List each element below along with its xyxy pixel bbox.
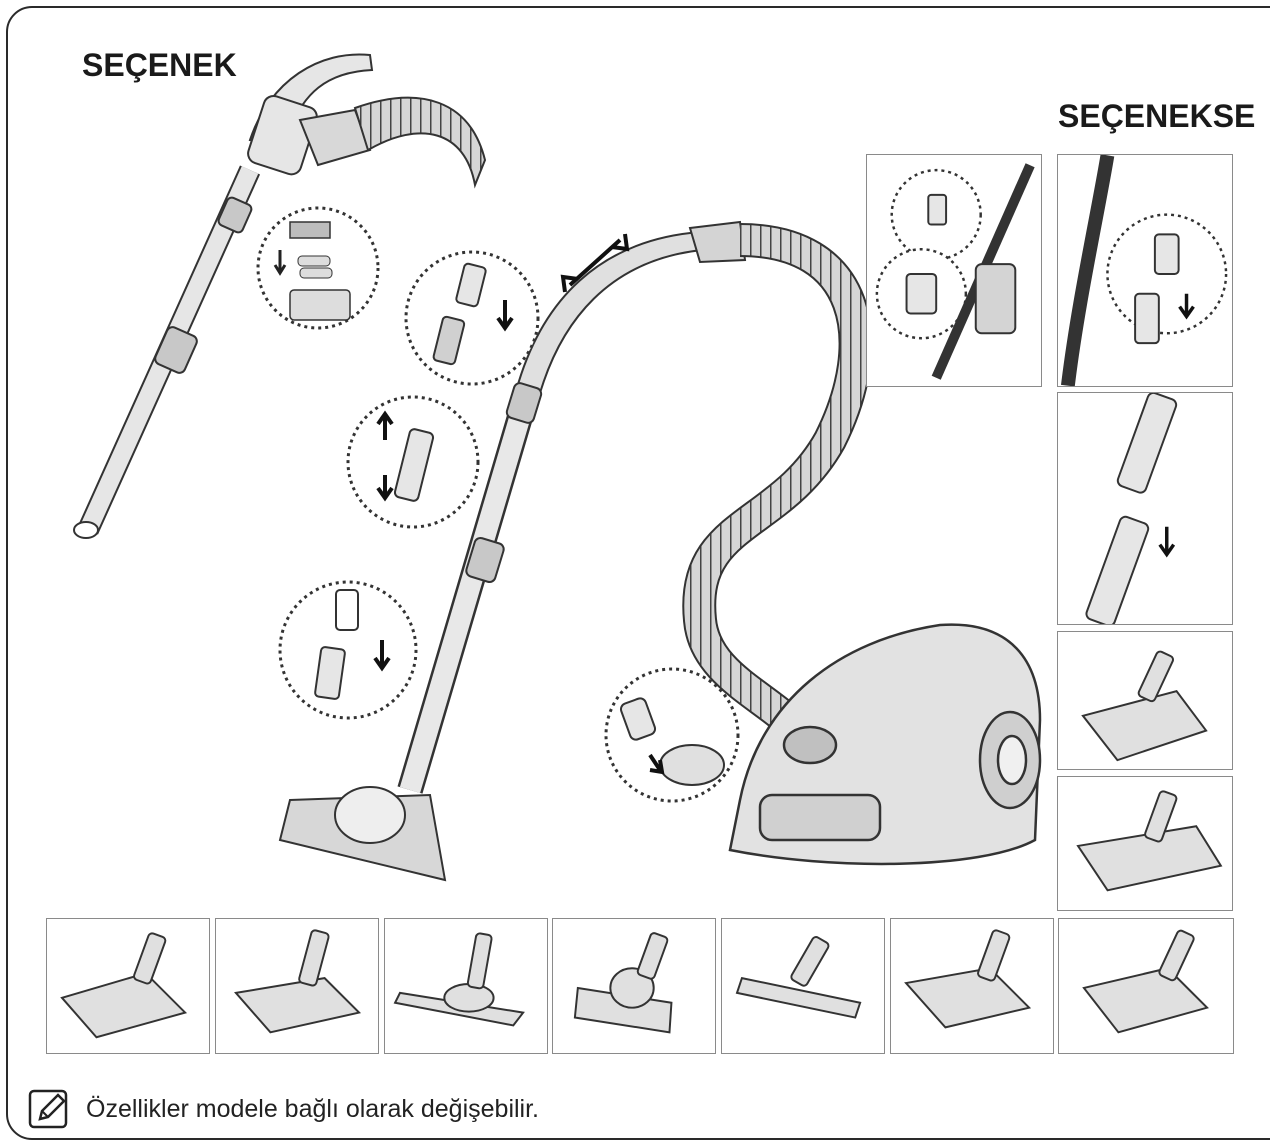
nozzle-option-panel xyxy=(721,918,885,1054)
nozzle-option-panel xyxy=(1057,631,1233,770)
nozzle-option-panel xyxy=(1057,776,1233,911)
pipe-joint-callout xyxy=(278,250,740,803)
detail-panel-tube-join xyxy=(1057,392,1233,625)
nozzle-option-panel xyxy=(384,918,548,1054)
nozzle-option-panel xyxy=(1058,918,1234,1054)
nozzle-option-panel xyxy=(46,918,210,1054)
option-heading-right: SEÇENEKSE xyxy=(1058,98,1256,134)
note-text: Özellikler modele bağlı olarak değişebil… xyxy=(86,1094,540,1123)
page-frame xyxy=(6,6,1270,1140)
nozzle-option-panel xyxy=(890,918,1054,1054)
note-pencil-icon xyxy=(28,1089,68,1129)
detail-panel-tube-insert xyxy=(1057,154,1233,387)
nozzle-option-panel xyxy=(552,918,716,1054)
assembled-pipe-nozzle xyxy=(278,220,747,882)
optional-handle-pipe xyxy=(73,53,487,539)
nozzle-option-panel xyxy=(215,918,379,1054)
option-heading-left: SEÇENEK xyxy=(82,47,237,83)
detail-panel-pipe-lock xyxy=(866,154,1042,387)
vacuum-body xyxy=(728,623,1042,866)
note: Özellikler modele bağlı olarak değişebil… xyxy=(28,1088,539,1130)
battery-detail-callout xyxy=(256,206,380,330)
